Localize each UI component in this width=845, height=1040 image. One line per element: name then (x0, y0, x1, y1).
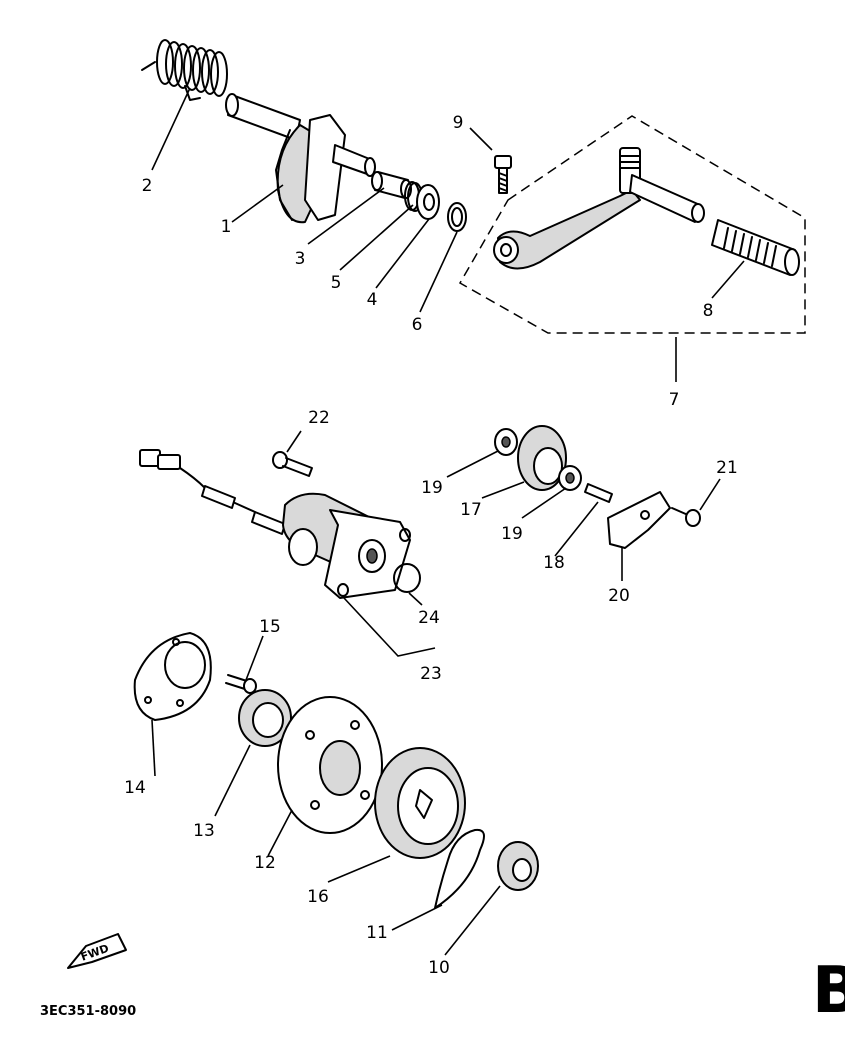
plate-screw (671, 507, 701, 527)
o-ring (393, 563, 421, 593)
idle-gear (517, 425, 567, 491)
kick-axle-assembly (225, 93, 376, 224)
part-label-21: 21 (716, 458, 738, 478)
plate-washer (416, 184, 440, 220)
leader-lines (151, 87, 745, 956)
part-label-4: 4 (367, 290, 378, 310)
part-label-6: 6 (412, 315, 423, 335)
kick-pedal-grip (711, 219, 800, 276)
part-label-7: 7 (669, 390, 680, 410)
part-label-15: 15 (259, 617, 281, 637)
part-label-19b: 19 (501, 524, 523, 544)
idle-gear-shaft (584, 483, 613, 503)
part-label-12: 12 (254, 853, 276, 873)
part-label-1: 1 (221, 217, 232, 237)
part-label-23: 23 (420, 664, 442, 684)
clutch-housing (374, 747, 466, 859)
part-label-22: 22 (308, 408, 330, 428)
part-label-24: 24 (418, 608, 440, 628)
diagram-code: 3EC351-8090 (40, 1004, 136, 1019)
bolt-9 (494, 155, 512, 194)
idle-gear-washer-b (558, 465, 582, 491)
clutch-gasket (434, 828, 485, 909)
starter-wheel-gear (277, 696, 383, 834)
part-label-19a: 19 (421, 478, 443, 498)
part-label-5: 5 (331, 273, 342, 293)
part-label-3: 3 (295, 249, 306, 269)
starter-motor-wiring (139, 449, 286, 535)
part-labels: 1 2 3 4 5 6 7 8 9 10 11 12 13 14 15 16 1… (124, 113, 738, 978)
part-label-8: 8 (703, 301, 714, 321)
part-label-14: 14 (124, 778, 146, 798)
one-way-clutch (238, 689, 292, 747)
part-label-20: 20 (608, 586, 630, 606)
part-label-13: 13 (193, 821, 215, 841)
part-label-2: 2 (142, 176, 153, 196)
clutch-screw (225, 674, 257, 694)
idle-gear-plate (607, 491, 671, 549)
part-label-18: 18 (543, 553, 565, 573)
circlip (447, 202, 467, 232)
kick-crank-assembly (458, 115, 806, 334)
idle-gear-washer-a (494, 428, 518, 456)
part-label-16: 16 (307, 887, 329, 907)
part-label-17: 17 (460, 500, 482, 520)
part-label-9: 9 (453, 113, 464, 133)
section-letter: B (812, 954, 845, 1028)
starter-bolt (272, 451, 313, 477)
fwd-arrow-icon: FWD (67, 933, 127, 969)
part-label-11: 11 (366, 923, 388, 943)
part-label-10: 10 (428, 958, 450, 978)
kick-spring (141, 39, 228, 101)
clutch-gear (497, 841, 539, 891)
clutch-cover-plate (133, 632, 212, 721)
starter-motor (282, 492, 411, 599)
